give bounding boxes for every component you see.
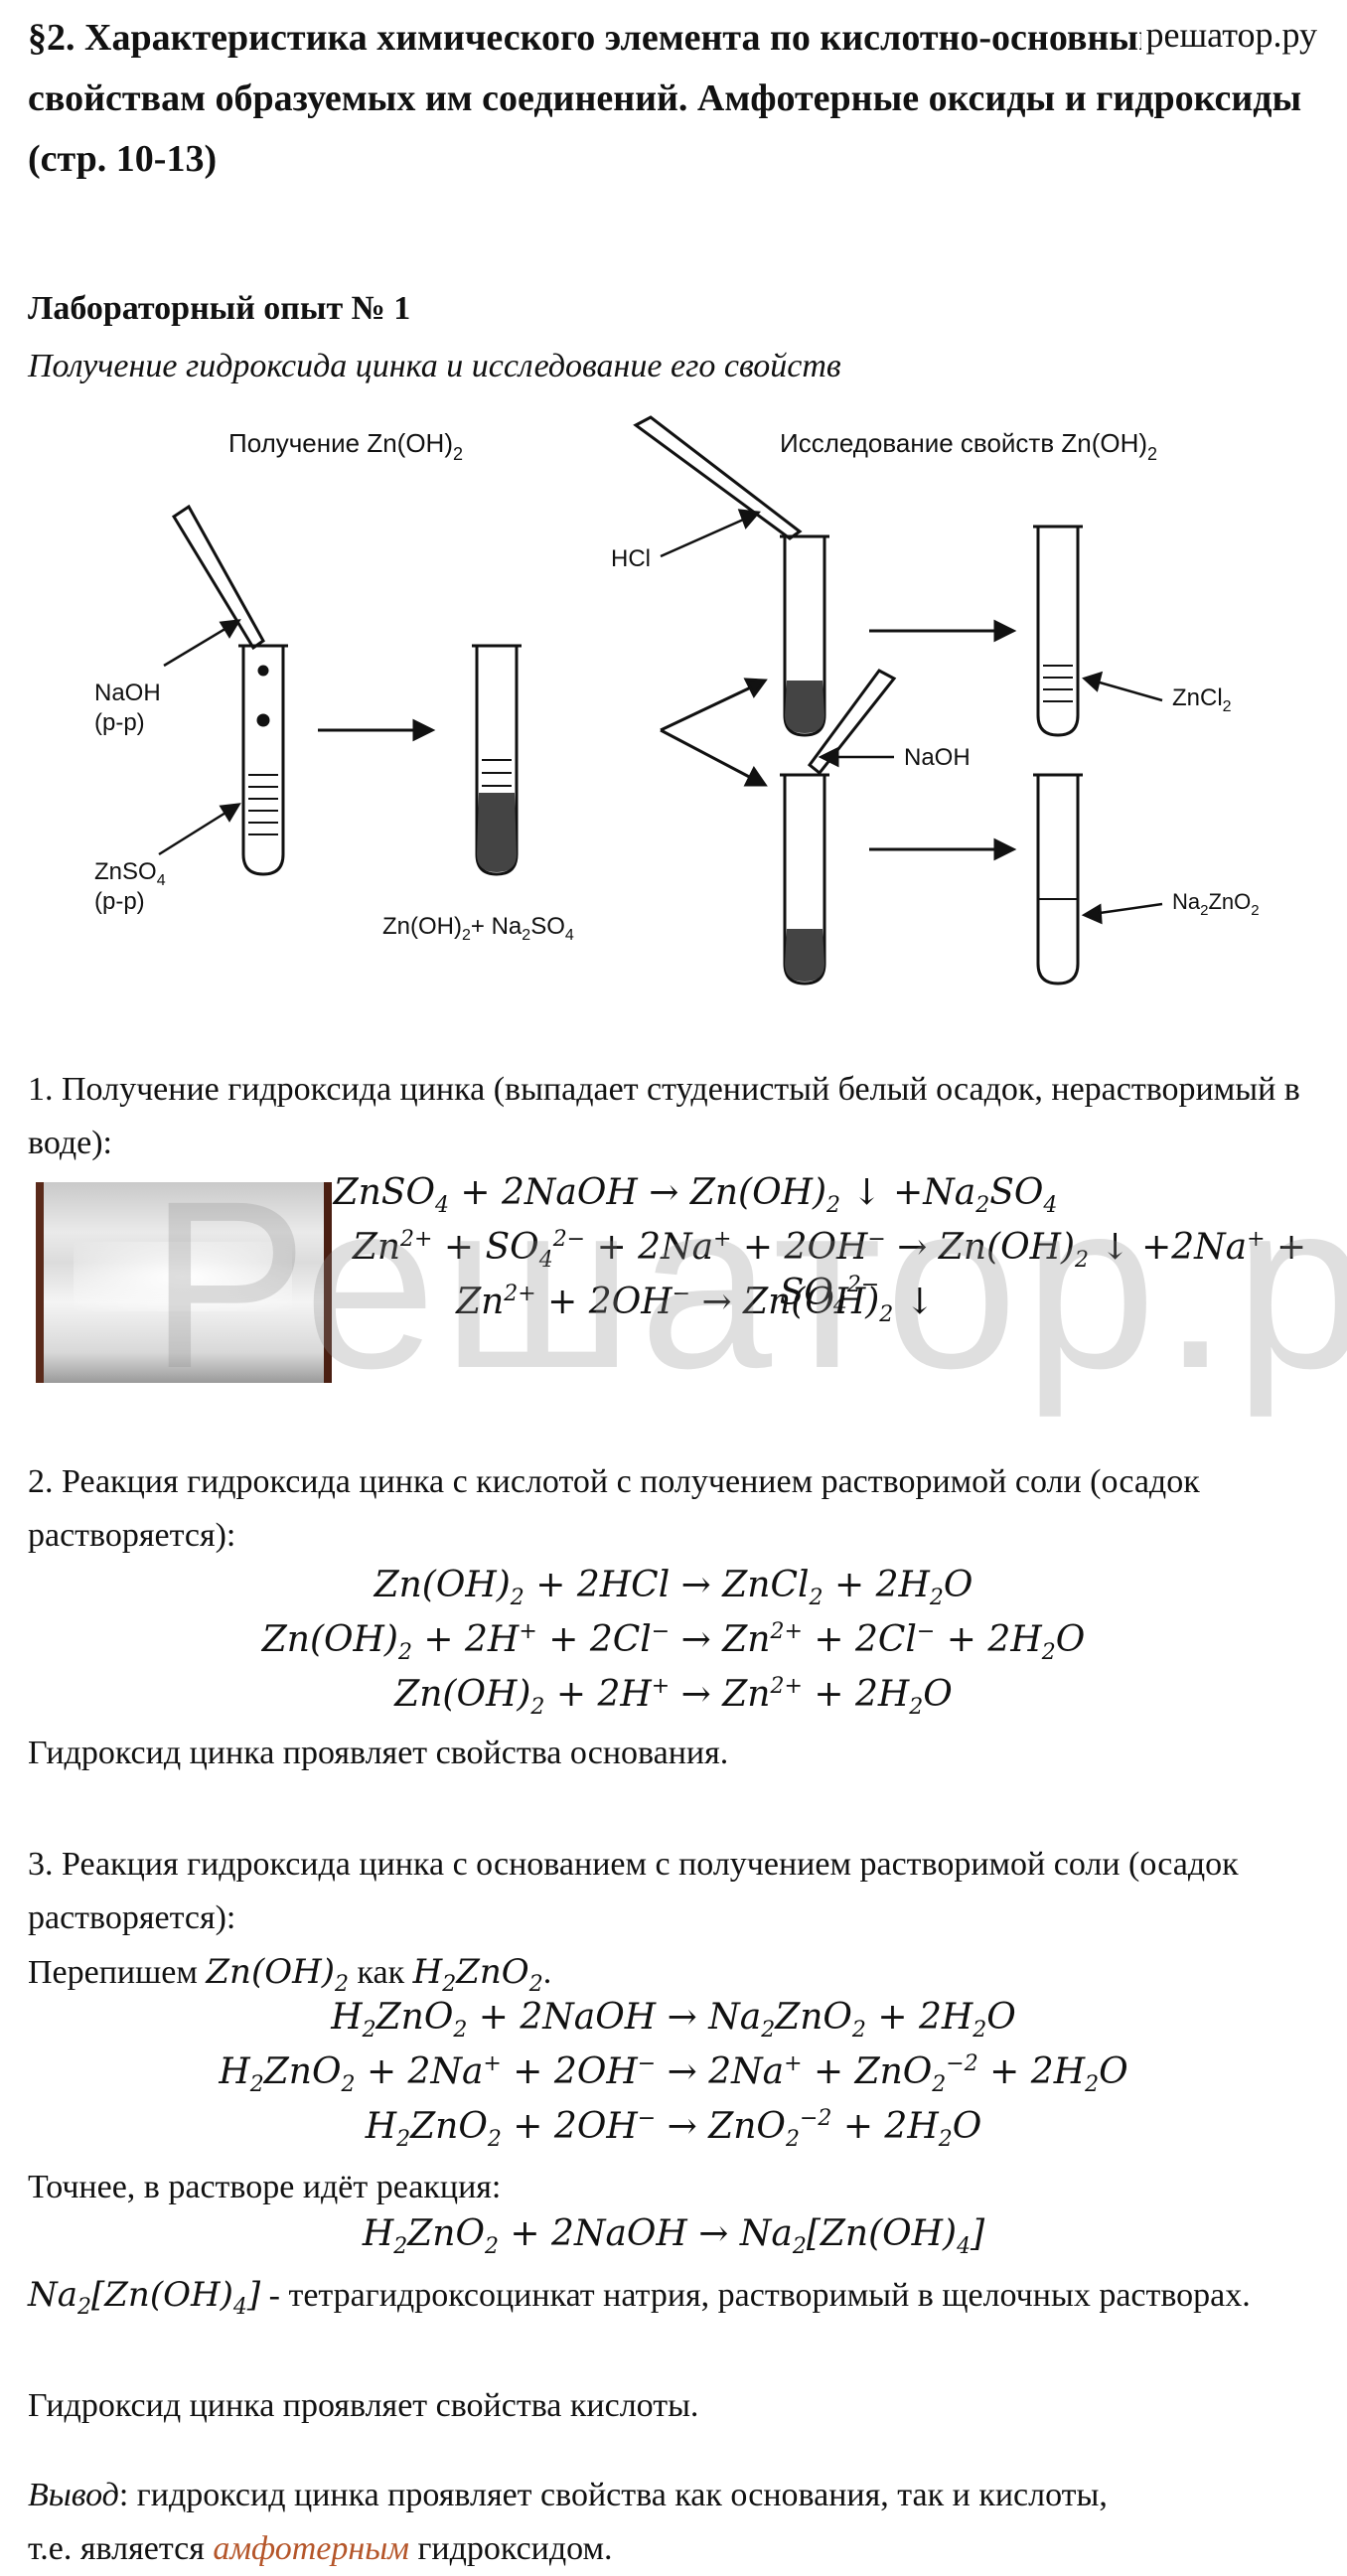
equation-1-2: Zn2+ + SO42− + 2Na+ + 2OH− → Zn(OH)2 ↓ +… bbox=[352, 1227, 1307, 1319]
svg-text:Получение Zn(OH)2: Получение Zn(OH)2 bbox=[228, 428, 463, 464]
equation-3-2: H2ZnO2 + 2Na+ + 2OH− → 2Na+ + ZnO2−2 + 2… bbox=[219, 2051, 1128, 2098]
svg-text:ZnCl2: ZnCl2 bbox=[1172, 684, 1232, 715]
na2zno2-label: Na bbox=[1172, 889, 1201, 914]
label-prep: Получение Zn(OH) bbox=[228, 428, 453, 458]
svg-text:Исследование свойств Zn(OH)2: Исследование свойств Zn(OH)2 bbox=[780, 428, 1157, 464]
lab-heading: Лабораторный опыт № 1 bbox=[28, 290, 411, 327]
section-3-note: Гидроксид цинка проявляет свойства кисло… bbox=[28, 2387, 699, 2424]
equation-2-3: Zn(OH)2 + 2H+ → Zn2+ + 2H2O bbox=[394, 1674, 953, 1721]
svg-text:Na2ZnO2: Na2ZnO2 bbox=[1172, 889, 1260, 919]
zncl2-label: ZnCl bbox=[1172, 684, 1223, 711]
znso4-label: ZnSO bbox=[94, 858, 157, 885]
svg-text:Zn(OH)2+ Na2SO4: Zn(OH)2+ Na2SO4 bbox=[382, 913, 574, 944]
test-tube-4 bbox=[780, 669, 897, 985]
section-3-rewrite: Перепишем Zn(OH)2 как H2ZnO2. bbox=[28, 1952, 552, 1997]
naoh-label-2: NaOH bbox=[904, 744, 971, 771]
equation-2-2: Zn(OH)2 + 2H+ + 2Cl− → Zn2+ + 2Cl− + 2H2… bbox=[261, 1619, 1086, 1666]
test-tube-5 bbox=[1033, 525, 1083, 737]
equation-1-3: Zn2+ + 2OH− → Zn(OH)2 ↓ bbox=[456, 1282, 935, 1328]
label-study: Исследование свойств Zn(OH) bbox=[780, 428, 1147, 458]
section-3-complex: Na2[Zn(OH)4] - тетрагидроксоцинкат натри… bbox=[28, 2275, 1251, 2320]
conclusion: Вывод: гидроксид цинка проявляет свойств… bbox=[28, 2477, 1108, 2567]
section-2-note: Гидроксид цинка проявляет свойства основ… bbox=[28, 1735, 729, 1771]
section-3-precise: Точнее, в растворе идёт реакция: bbox=[28, 2169, 502, 2205]
equation-1-1: ZnSO4 + 2NaOH → Zn(OH)2 ↓ +Na2SO4 bbox=[333, 1172, 1058, 1219]
lab-subtitle: Получение гидроксида цинка и исследовани… bbox=[28, 348, 841, 384]
experiment-diagram: Получение Zn(OH)2 Исследование свойств Z… bbox=[94, 415, 1260, 985]
product-label: Zn(OH) bbox=[382, 913, 462, 940]
hcl-label: HCl bbox=[611, 545, 651, 572]
test-tube-3 bbox=[633, 415, 829, 737]
svg-text:(р-р): (р-р) bbox=[94, 888, 145, 915]
equation-2-1: Zn(OH)2 + 2HCl → ZnCl2 + 2H2O bbox=[374, 1565, 973, 1611]
section-3-text: 3. Реакция гидроксида цинка с основанием… bbox=[28, 1846, 1239, 1936]
naoh-label: NaOH bbox=[94, 680, 161, 706]
equation-3-4: H2ZnO2 + 2NaOH → Na2[Zn(OH)4] bbox=[362, 2213, 985, 2260]
test-tube-2 bbox=[472, 644, 522, 876]
svg-text:ZnSO4: ZnSO4 bbox=[94, 858, 166, 889]
svg-text:(р-р): (р-р) bbox=[94, 709, 145, 736]
section-1-text: 1. Получение гидроксида цинка (выпадает … bbox=[28, 1071, 1300, 1161]
site-name[interactable]: решатор.ру bbox=[1141, 14, 1317, 56]
test-tube-1 bbox=[171, 504, 288, 876]
conclusion-label: Вывод bbox=[28, 2477, 119, 2513]
equation-3-1: H2ZnO2 + 2NaOH → Na2ZnO2 + 2H2O bbox=[331, 1997, 1016, 2044]
page-title: §2. Характеристика химического элемента … bbox=[28, 17, 1302, 180]
precipitate-photo bbox=[36, 1182, 332, 1383]
section-2-text: 2. Реакция гидроксида цинка с кислотой с… bbox=[28, 1463, 1200, 1554]
equation-3-3: H2ZnO2 + 2OH− → ZnO2−2 + 2H2O bbox=[365, 2106, 982, 2153]
test-tube-6 bbox=[1033, 773, 1083, 985]
amphoteric-term: амфотерным bbox=[213, 2530, 409, 2567]
